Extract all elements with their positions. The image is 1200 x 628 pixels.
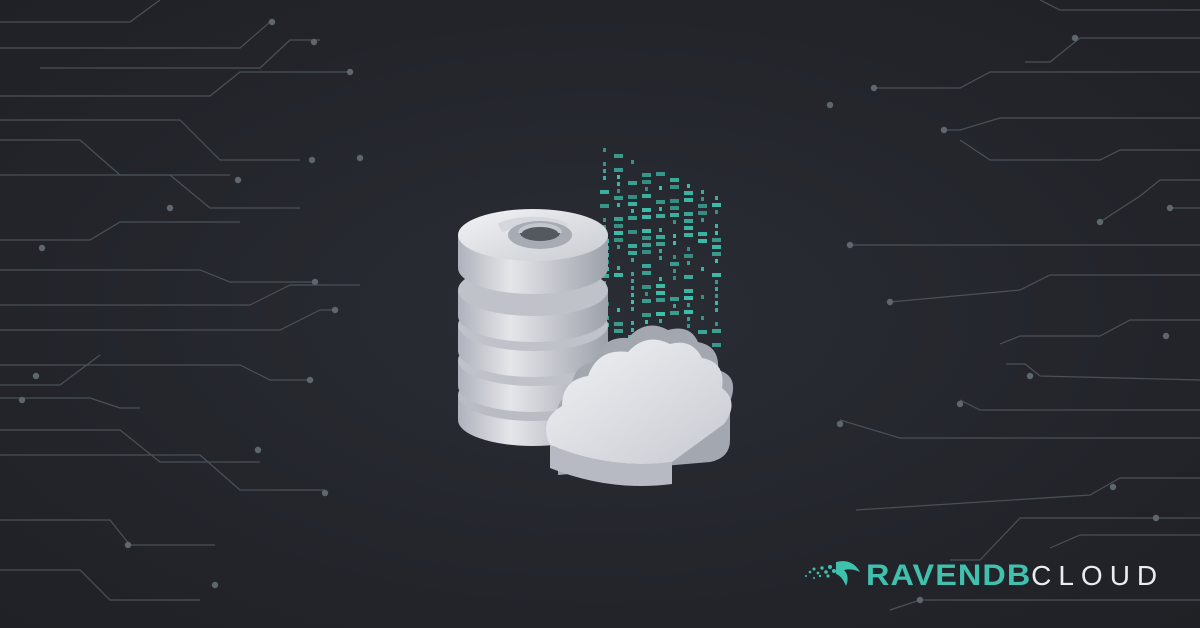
circuit-lines-right [826,0,1200,611]
raven-logo-mark [805,561,860,586]
binary-code-stream [600,148,721,357]
cloud-icon [546,325,734,486]
logo-brand-text: RAVENDB [866,559,1032,592]
ravendb-cloud-logo: RAVENDB CLOUD [800,548,1164,604]
database-cloud-illustration [458,148,734,486]
circuit-lines-left [0,0,364,601]
logo-product-text: CLOUD [1031,560,1165,591]
